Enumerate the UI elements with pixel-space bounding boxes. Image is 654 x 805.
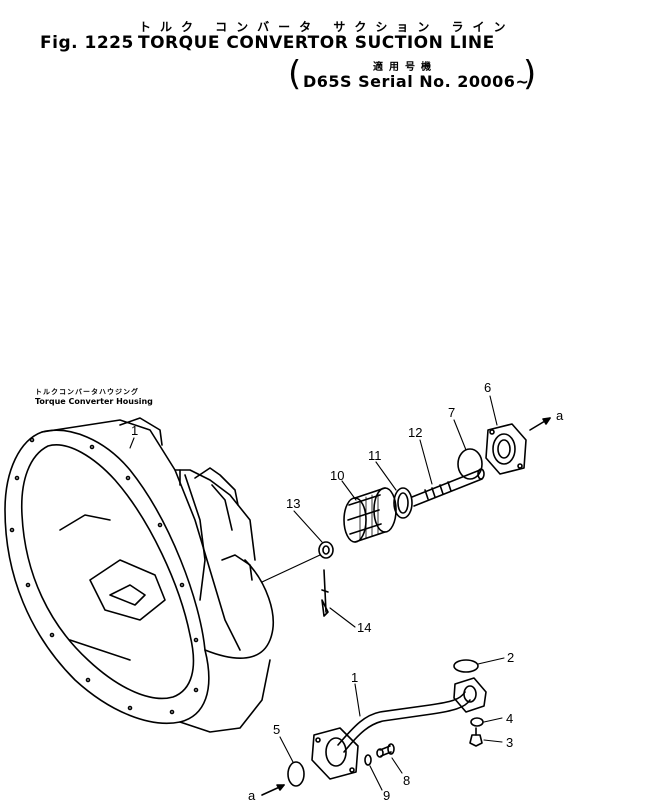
title-japanese: トルク コンバータ サクション ライン [139, 20, 515, 34]
washer-4 [470, 717, 484, 727]
page-title: TORQUE CONVERTOR SUCTION LINE [138, 33, 495, 53]
serial-paren-close: ) [523, 54, 537, 94]
housing-label-english: Torque Converter Housing [35, 397, 153, 406]
callout-4: 4 [506, 711, 514, 726]
o-ring-5 [287, 761, 305, 787]
washer-9 [364, 754, 372, 766]
callout-9: 9 [383, 788, 391, 803]
callout-8: 8 [403, 773, 411, 788]
rod-12 [411, 468, 485, 507]
bolt-3 [469, 727, 483, 747]
serial-paren-open: ( [288, 54, 302, 94]
arrow-a-lower [261, 784, 285, 796]
callout-5: 5 [273, 722, 281, 737]
callout-3: 3 [506, 735, 514, 750]
callout-6: 6 [484, 380, 492, 395]
torque-converter-housing [4, 417, 274, 733]
bolt-8 [376, 743, 395, 758]
arrow-a-upper [529, 417, 551, 431]
suction-pipe-1 [311, 677, 487, 780]
callout-2: 2 [507, 650, 515, 665]
o-ring-7 [457, 448, 483, 480]
callout-7: 7 [448, 405, 456, 420]
callout-10: 10 [330, 468, 345, 483]
callout-14: 14 [357, 620, 372, 635]
callout-13: 13 [286, 496, 301, 511]
gasket-11 [393, 487, 413, 519]
callout-12: 12 [408, 425, 423, 440]
cover-plate-6 [485, 423, 527, 475]
nut-13 [318, 541, 334, 559]
pin-14 [321, 569, 329, 617]
callout-a-upper: a [556, 408, 564, 423]
figure-number: Fig. 1225 [40, 33, 134, 53]
housing-label-japanese: トルクコンバータハウジング [35, 388, 139, 396]
callout-a-lower: a [248, 788, 256, 803]
applicable-label-japanese: 適用号機 [373, 62, 437, 73]
o-ring-2 [453, 659, 479, 673]
strainer-element-10 [343, 487, 397, 543]
callout-1-pipe: 1 [351, 670, 359, 685]
serial-number: D65S Serial No. 20006~ [303, 72, 530, 91]
leader-lines [129, 395, 505, 791]
callout-11: 11 [368, 448, 382, 463]
callout-1-housing: 1 [131, 423, 139, 438]
